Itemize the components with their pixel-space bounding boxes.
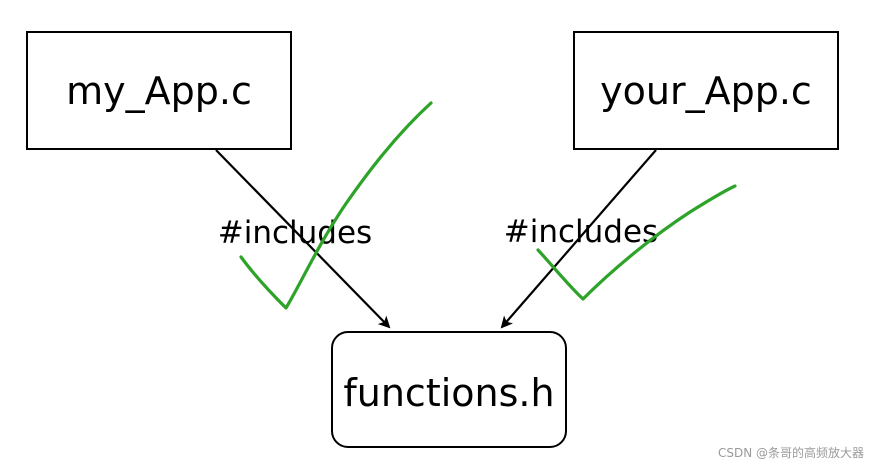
node-your-app: your_App.c — [573, 31, 839, 150]
edge-my-app-to-functions — [215, 149, 391, 329]
node-your-app-label: your_App.c — [600, 69, 812, 113]
check-mark-right — [536, 184, 737, 301]
edge-label-left: #includes — [218, 215, 372, 251]
node-my-app-label: my_App.c — [66, 69, 252, 113]
check-mark-left — [239, 101, 433, 310]
edge-your-app-to-functions — [500, 149, 657, 329]
node-functions-label: functions.h — [343, 371, 554, 415]
node-my-app: my_App.c — [26, 31, 292, 150]
edge-label-right: #includes — [504, 214, 658, 250]
node-functions: functions.h — [331, 331, 567, 448]
watermark: CSDN @条哥的高频放大器 — [717, 446, 864, 460]
